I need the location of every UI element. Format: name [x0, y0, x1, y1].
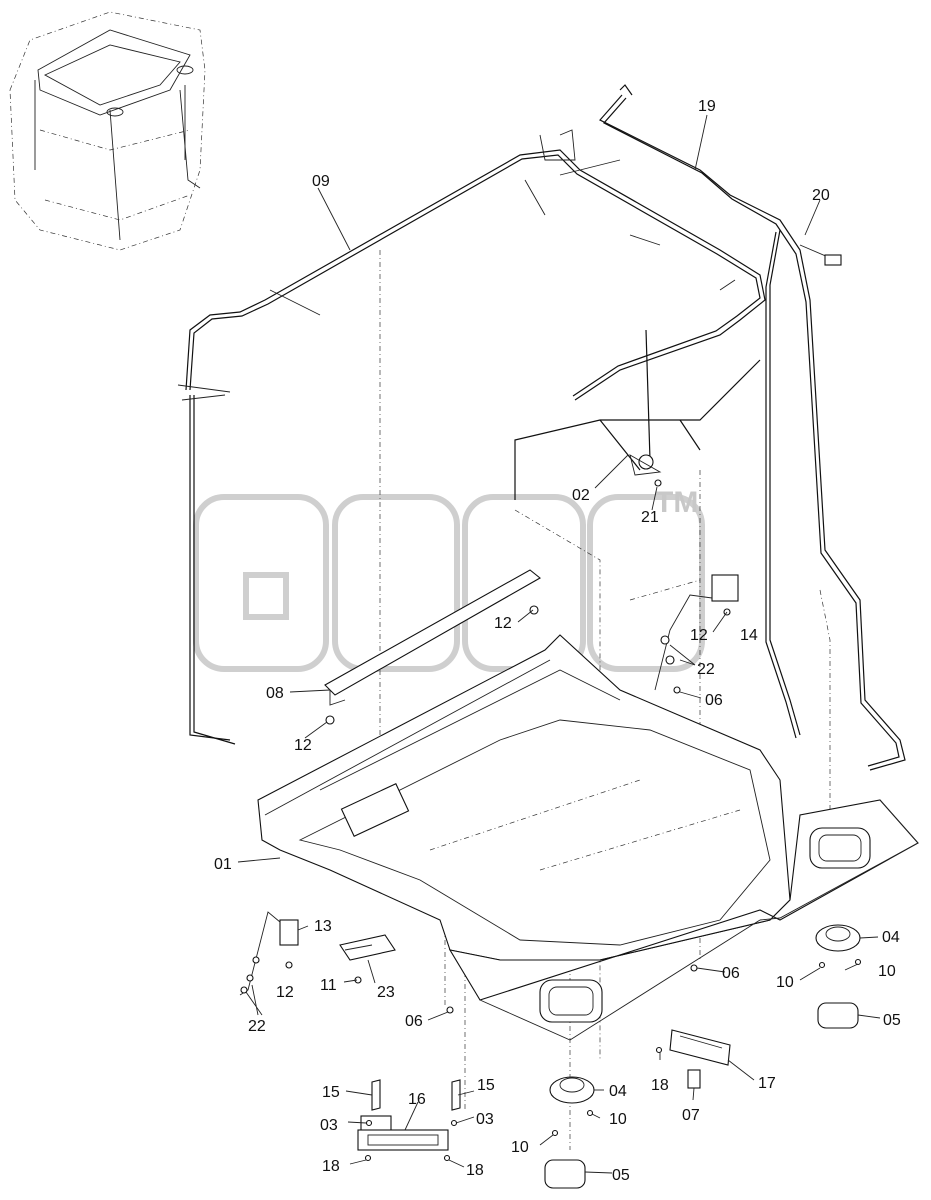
label-23: 23: [377, 984, 395, 1001]
label-10: 10: [609, 1111, 627, 1128]
label-12: 12: [690, 627, 708, 644]
switch-panel-17: [655, 1029, 731, 1089]
label-15: 15: [322, 1084, 340, 1101]
label-17: 17: [758, 1075, 776, 1092]
label-12: 12: [494, 615, 512, 632]
switch-panel-23: [339, 934, 396, 961]
bracket-14: [654, 574, 739, 691]
label-15: 15: [477, 1077, 495, 1094]
leader-lines: [237, 114, 881, 1174]
watermark-tm: TM: [655, 486, 698, 519]
label-07: 07: [682, 1107, 700, 1124]
label-12: 12: [276, 984, 294, 1001]
label-06: 06: [405, 1013, 423, 1030]
label-18: 18: [466, 1162, 484, 1179]
label-05: 05: [883, 1012, 901, 1029]
label-10: 10: [776, 974, 794, 991]
label-22: 22: [697, 661, 715, 678]
callout-labels: 09 19 20 02 21 12 12 14 22 06 08 12 01 1…: [214, 98, 901, 1184]
label-13: 13: [314, 918, 332, 935]
label-09: 09: [312, 173, 330, 190]
label-14: 14: [740, 627, 758, 644]
label-06: 06: [705, 692, 723, 709]
lamp-bracket-16: [357, 1079, 461, 1162]
speaker-grille-05-lower: [544, 1159, 586, 1189]
bracket-08: [324, 569, 541, 725]
speaker-04-lower: [549, 1076, 595, 1137]
label-02: 02: [572, 487, 590, 504]
label-04: 04: [609, 1083, 627, 1100]
label-16: 16: [408, 1091, 426, 1108]
label-08: 08: [266, 685, 284, 702]
speaker-04-right: [815, 924, 862, 969]
label-20: 20: [812, 187, 830, 204]
roof-wire-harness: [177, 129, 766, 745]
label-22: 22: [248, 1018, 266, 1035]
label-18: 18: [322, 1158, 340, 1175]
speaker-panel: [448, 799, 919, 1041]
bracket-13: [239, 911, 299, 996]
label-05: 05: [612, 1167, 630, 1184]
label-01: 01: [214, 856, 232, 873]
label-10: 10: [511, 1139, 529, 1156]
label-10: 10: [878, 963, 896, 980]
watermark-logo: TM: [193, 486, 705, 672]
label-03: 03: [320, 1117, 338, 1134]
label-04: 04: [882, 929, 900, 946]
cab-overview-thumbnail: [9, 11, 206, 251]
label-03: 03: [476, 1111, 494, 1128]
label-19: 19: [698, 98, 716, 115]
label-21: 21: [641, 509, 659, 526]
label-06: 06: [722, 965, 740, 982]
rear-wire-harness: [599, 84, 906, 771]
label-11: 11: [320, 977, 337, 994]
fasteners: [354, 479, 698, 1014]
speaker-grille-05-right: [817, 1002, 859, 1029]
label-18: 18: [651, 1077, 669, 1094]
label-12: 12: [294, 737, 312, 754]
